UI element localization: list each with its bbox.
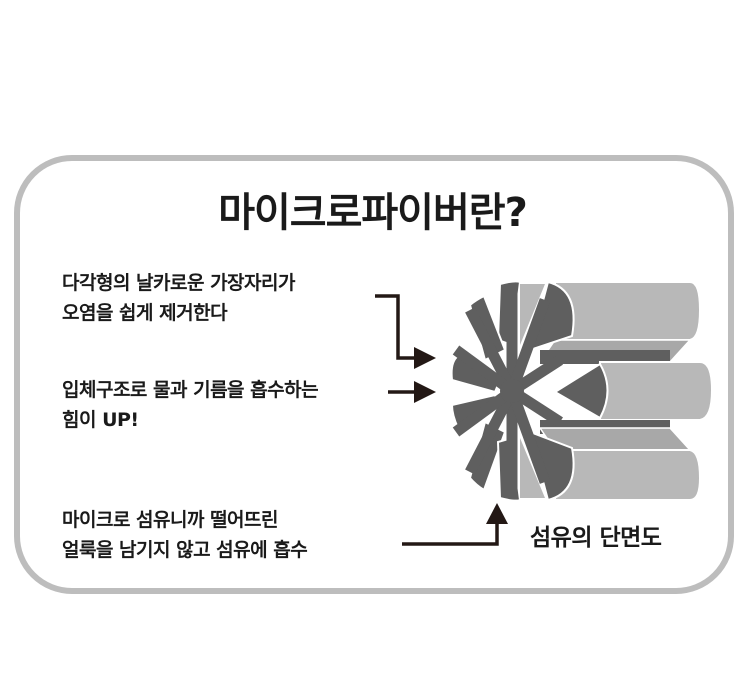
arrowhead-icon [486, 503, 508, 524]
arrowhead-icon [414, 381, 436, 403]
description-absorb: 입체구조로 물과 기름을 흡수하는 힘이 UP! [62, 375, 319, 435]
fiber-cross-section-icon [450, 280, 714, 502]
description-microfiber: 마이크로 섬유니까 떨어뜨린 얼룩을 남기지 않고 섬유에 흡수 [62, 505, 308, 565]
arrow-right-icon [375, 294, 418, 360]
cross-section-label: 섬유의 단면도 [530, 525, 662, 551]
description-absorb-line2: 힘이 UP! [62, 409, 139, 431]
rounded-frame [14, 155, 734, 594]
description-absorb-line1: 입체구조로 물과 기름을 흡수하는 [62, 379, 319, 401]
page-title: 마이크로파이버란? [218, 190, 528, 236]
arrowhead-icon [414, 347, 436, 369]
description-edges-line2: 오염을 쉽게 제거한다 [62, 302, 228, 324]
description-edges: 다각형의 날카로운 가장자리가 오염을 쉽게 제거한다 [62, 268, 295, 328]
description-microfiber-line2: 얼룩을 남기지 않고 섬유에 흡수 [62, 539, 308, 561]
arrow-up-icon [402, 520, 499, 546]
description-microfiber-line1: 마이크로 섬유니까 떨어뜨린 [62, 509, 279, 531]
description-edges-line1: 다각형의 날카로운 가장자리가 [62, 272, 295, 294]
